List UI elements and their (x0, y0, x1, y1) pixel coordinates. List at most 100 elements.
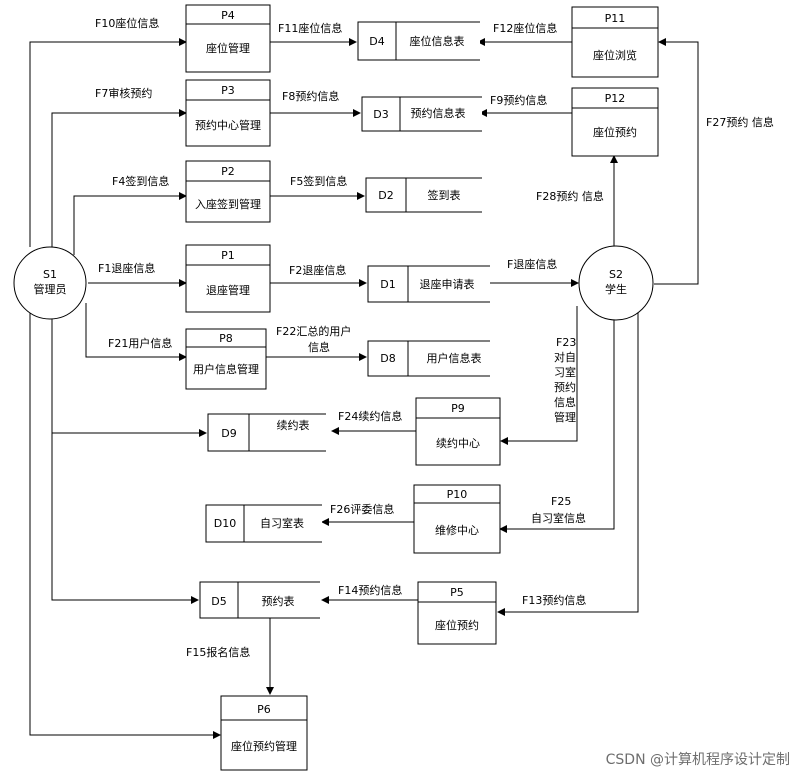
diagram-label: P10 (447, 488, 468, 501)
diagram-label: P11 (605, 12, 626, 25)
diagram-label: 座位信息表 (410, 34, 465, 48)
process-P4: P4 座位管理 (185, 4, 271, 73)
diagram-label: D1 (380, 278, 395, 291)
flow-S1-P6-line (29, 303, 221, 739)
flow-label-F9: F9预约信息 (490, 93, 547, 107)
diagram-label: 退座管理 (206, 283, 250, 297)
store-D2: D2 签到表 (365, 177, 482, 213)
flow-label-F-refund: F退座信息 (507, 257, 557, 271)
flow-label-F22b: 信息 (308, 340, 330, 354)
flow-F7-line (51, 109, 187, 255)
flow-label-F12: F12座位信息 (493, 21, 557, 35)
store-D9: D9 续约表 (207, 413, 326, 452)
diagram-label: 座位预约管理 (231, 739, 297, 753)
diagram-label: 维修中心 (435, 523, 479, 537)
flow-label-F21: F21用户信息 (108, 336, 172, 350)
process-P2: P2 入座签到管理 (185, 160, 271, 223)
diagram-label: P8 (219, 332, 233, 345)
flow-label-F28: F28预约 信息 (536, 189, 604, 203)
diagram-label: P4 (221, 9, 235, 22)
flow-label-F25a: F25 (551, 495, 571, 508)
flow-label-F25b: 自习室信息 (531, 511, 586, 525)
process-P1: P1 退座管理 (185, 244, 271, 313)
flow-label-F7: F7审核预约 (95, 86, 152, 100)
flow-label-F23-1: 对自 (554, 350, 576, 364)
store-D10: D10 自习室表 (205, 504, 322, 543)
diagram-label: D4 (369, 35, 384, 48)
diagram-label: 签到表 (428, 188, 461, 202)
flow-F21-line (85, 303, 187, 361)
flow-label-F15: F15报名信息 (186, 645, 250, 659)
entity-S1: S1 管理员 (13, 246, 87, 320)
flow-label-F14: F14预约信息 (338, 583, 402, 597)
flow-F25-line (499, 318, 615, 533)
flow-label-F23-5: 管理 (554, 410, 576, 424)
process-P5: P5 座位预约 (417, 581, 497, 645)
flow-F23-line (500, 306, 578, 445)
flow-label-F23-4: 信息 (554, 395, 576, 409)
flow-label-F24: F24续约信息 (338, 409, 402, 423)
diagram-label: P6 (257, 703, 271, 716)
diagram-label: D9 (221, 427, 236, 440)
diagram-label: 学生 (605, 282, 627, 296)
flow-label-F27: F27预约 信息 (706, 115, 774, 129)
csdn-watermark: CSDN @计算机程序设计定制 (605, 752, 790, 768)
diagram-label: 续约表 (277, 418, 310, 432)
process-P6: P6 座位预约管理 (220, 695, 308, 771)
store-D4: D4 座位信息表 (357, 21, 480, 61)
diagram-label: D5 (211, 595, 226, 608)
diagram-label: 管理员 (34, 282, 67, 296)
flow-label-F22a: F22汇总的用户 (276, 324, 351, 338)
flow-label-F1: F1退座信息 (98, 261, 155, 275)
diagram-label: 退座申请表 (420, 277, 475, 291)
flow-label-F13: F13预约信息 (522, 593, 586, 607)
process-P8: P8 用户信息管理 (185, 328, 267, 390)
diagram-label: D8 (380, 352, 395, 365)
diagram-label: 座位预约 (435, 618, 479, 632)
store-D5: D5 预约表 (199, 581, 320, 619)
flow-label-F26: F26评委信息 (330, 502, 394, 516)
diagram-label: 预约中心管理 (195, 118, 261, 132)
diagram-label: 座位浏览 (593, 48, 637, 62)
flow-label-F23-2: 习室 (554, 365, 576, 379)
store-D8: D8 用户信息表 (367, 340, 490, 377)
flow-label-F5: F5签到信息 (290, 174, 347, 188)
diagram-label: D2 (378, 189, 393, 202)
diagram-label: P3 (221, 84, 235, 97)
flow-F27-line (654, 38, 699, 285)
flow-F10-line (29, 38, 187, 247)
flow-label-F4: F4签到信息 (112, 174, 169, 188)
diagram-label: 预约信息表 (411, 106, 466, 120)
diagram-label: 预约表 (262, 594, 295, 608)
flow-label-F10: F10座位信息 (95, 16, 159, 30)
diagram-label: P1 (221, 249, 235, 262)
process-P10: P10 维修中心 (413, 484, 501, 554)
store-D3: D3 预约信息表 (361, 96, 482, 132)
diagram-label: 续约中心 (436, 436, 480, 450)
process-P9: P9 续约中心 (415, 397, 501, 466)
flow-label-F8: F8预约信息 (282, 89, 339, 103)
flow-label-F11: F11座位信息 (278, 21, 342, 35)
diagram-label: 入座签到管理 (195, 197, 261, 211)
process-P12: P12 座位预约 (571, 87, 659, 157)
flow-S1-D5-line (51, 433, 199, 604)
flow-F4-line (73, 192, 187, 255)
flow-F13-line (497, 306, 639, 616)
diagram-label: 自习室表 (260, 516, 304, 530)
diagram-label: P12 (605, 92, 626, 105)
process-P3: P3 预约中心管理 (185, 79, 271, 147)
diagram-label: S1 (43, 268, 57, 281)
flow-label-F23-0: F23 (556, 336, 576, 349)
entity-S2: S2 学生 (578, 245, 654, 321)
diagram-label: 用户信息表 (427, 351, 482, 365)
diagram-label: 座位管理 (206, 41, 250, 55)
diagram-label: P2 (221, 165, 235, 178)
store-D1: D1 退座申请表 (367, 265, 490, 303)
diagram-label: P9 (451, 402, 465, 415)
flow-label-F2: F2退座信息 (289, 263, 346, 277)
diagram-label: 用户信息管理 (193, 362, 259, 376)
diagram-label: D10 (214, 517, 236, 530)
diagram-label: 座位预约 (593, 125, 637, 139)
diagram-label: P5 (450, 586, 464, 599)
